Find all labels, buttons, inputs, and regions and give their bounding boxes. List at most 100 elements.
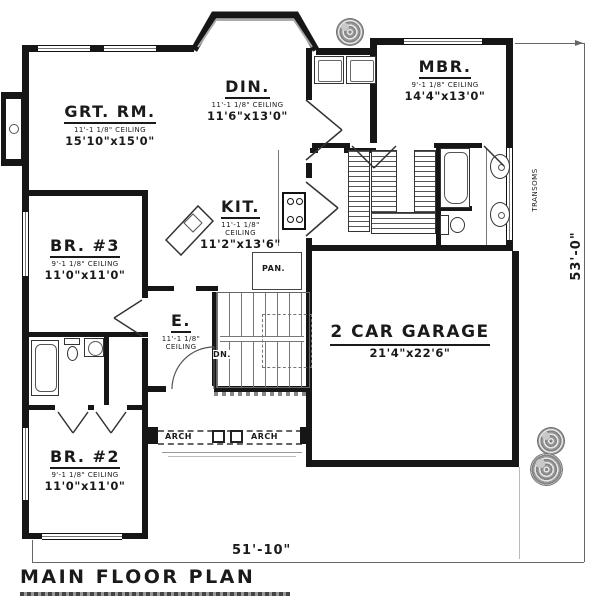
wall-grt-br3 (22, 190, 148, 196)
din-ceiling: 11'-1 1/8" CEILING (211, 101, 284, 110)
mbr-size: 14'4"x13'0" (404, 89, 486, 104)
wall-suitehall-top (312, 143, 350, 148)
wall-mbath-top (434, 143, 482, 148)
window-br2-bottom (42, 533, 122, 540)
br3-name: BR. #3 (50, 236, 120, 259)
wall-garage-right (512, 251, 519, 467)
br3-size: 11'0"x11'0" (44, 268, 126, 283)
shrub-icon-top (336, 18, 364, 46)
porch-column-2 (230, 430, 243, 443)
wall-entry-stub-b (196, 286, 218, 291)
window-grt-1 (38, 45, 90, 52)
wall-bath-right (104, 332, 109, 410)
burner (287, 216, 294, 223)
wall-mbr-right (506, 38, 513, 251)
mbr-name: MBR. (418, 57, 472, 80)
dryer-door (350, 60, 374, 82)
kit-name: KIT. (221, 197, 260, 220)
grt-rm-ceiling: 11'-1 1/8" CEILING (74, 126, 146, 135)
drain (498, 164, 505, 171)
door-gap-laundry (318, 148, 344, 153)
toilet-bowl-icon-2 (67, 346, 78, 361)
sink-icon-1 (490, 154, 510, 179)
stair-overhead-dashed (262, 314, 312, 368)
porch-step-1 (162, 452, 302, 453)
wall-outer-left (22, 45, 29, 539)
garage-size: 21'4"x22'6" (369, 345, 451, 360)
br2-name: BR. #2 (50, 447, 120, 470)
door-v-hall-kit (305, 181, 339, 237)
closet-shelf-1 (348, 150, 370, 232)
washer-door (318, 60, 342, 82)
bay-window-wall (190, 11, 320, 52)
door-gap-front (166, 386, 214, 392)
kit-ceiling-2: CEILING (225, 229, 256, 238)
arch-label-left: ARCH (165, 432, 192, 441)
dryer-icon (346, 56, 376, 84)
sink-icon-2 (490, 202, 510, 227)
wall-laundry-top (316, 48, 374, 55)
entry-ceiling-1: 11'-1 1/8" (161, 335, 201, 344)
porch-pier-right (300, 427, 310, 444)
door-v-br2-a (57, 411, 89, 434)
tub-basin-2 (35, 344, 57, 392)
vanity-edge (486, 148, 487, 245)
grt-rm-size: 15'10"x15'0" (65, 134, 155, 149)
tub-basin (444, 152, 468, 204)
br3-label: BR. #3 9'-1 1/8" CEILING 11'0"x11'0" (30, 236, 140, 283)
toilet-tank-icon (440, 215, 449, 235)
dimension-lead-left (32, 540, 33, 562)
fireplace-flue-icon (9, 124, 19, 134)
porch-pier-left (148, 427, 158, 444)
porch-edge-dash (214, 392, 306, 396)
entry-ceiling-2: CEILING (165, 343, 197, 352)
window-br2-left (22, 428, 29, 500)
kit-size: 11'2"x13'6" (199, 237, 282, 252)
entry-name: E. (170, 311, 191, 334)
wall-entry-stub-a (148, 286, 174, 291)
wall-suite-bottom (306, 245, 513, 251)
door-v-br3 (113, 299, 143, 337)
br2-label: BR. #2 9'-1 1/8" CEILING 11'0"x11'0" (30, 447, 140, 494)
burner (296, 198, 303, 205)
sink-bowl (88, 341, 103, 356)
door-gap-br2-b (94, 405, 127, 410)
wall-entry-bottom (148, 386, 310, 392)
page-title: MAIN FLOOR PLAN (20, 566, 256, 588)
bay-window-glass (197, 19, 313, 48)
door-gap-br3 (142, 298, 148, 338)
mbr-label: MBR. 9'-1 1/8" CEILING 14'4"x13'0" (385, 57, 505, 104)
wall-mbr-left (370, 38, 377, 143)
arch-label-right: ARCH (251, 432, 278, 441)
window-mbr (404, 38, 482, 45)
dimension-bottom-text: 51'-10" (232, 543, 292, 558)
wall-mbath-left (436, 143, 441, 245)
tub-icon-2 (31, 340, 59, 396)
pantry-box (252, 252, 302, 290)
wall-tub-stub (438, 206, 472, 211)
toilet-bowl-icon (450, 217, 465, 233)
mbr-ceiling: 9'-1 1/8" CEILING (411, 81, 479, 90)
wall-center-stub (306, 163, 312, 178)
br2-size: 11'0"x11'0" (44, 479, 126, 494)
burner (296, 216, 303, 223)
kit-ceiling-1: 11'-1 1/8" (221, 221, 260, 230)
dimension-lead-top (515, 43, 584, 44)
toilet-tank-icon-2 (64, 338, 80, 345)
entry-label: E. 11'-1 1/8" CEILING (152, 311, 210, 352)
garage-label: 2 CAR GARAGE 21'4"x22'6" (320, 322, 500, 360)
dimension-line-bottom (32, 562, 584, 563)
dimension-line-right (584, 43, 585, 562)
dimension-arrow (575, 40, 583, 46)
wall-din-laundry (306, 48, 312, 100)
down-label: DN. (213, 350, 231, 359)
door-gap-br2-a (55, 405, 88, 410)
door-v-br2-b (95, 411, 127, 434)
range-icon (282, 192, 306, 230)
window-transoms (506, 148, 513, 240)
window-br3 (22, 212, 29, 276)
din-name: DIN. (225, 77, 270, 100)
counter-edge (278, 150, 279, 246)
burner (287, 198, 294, 205)
